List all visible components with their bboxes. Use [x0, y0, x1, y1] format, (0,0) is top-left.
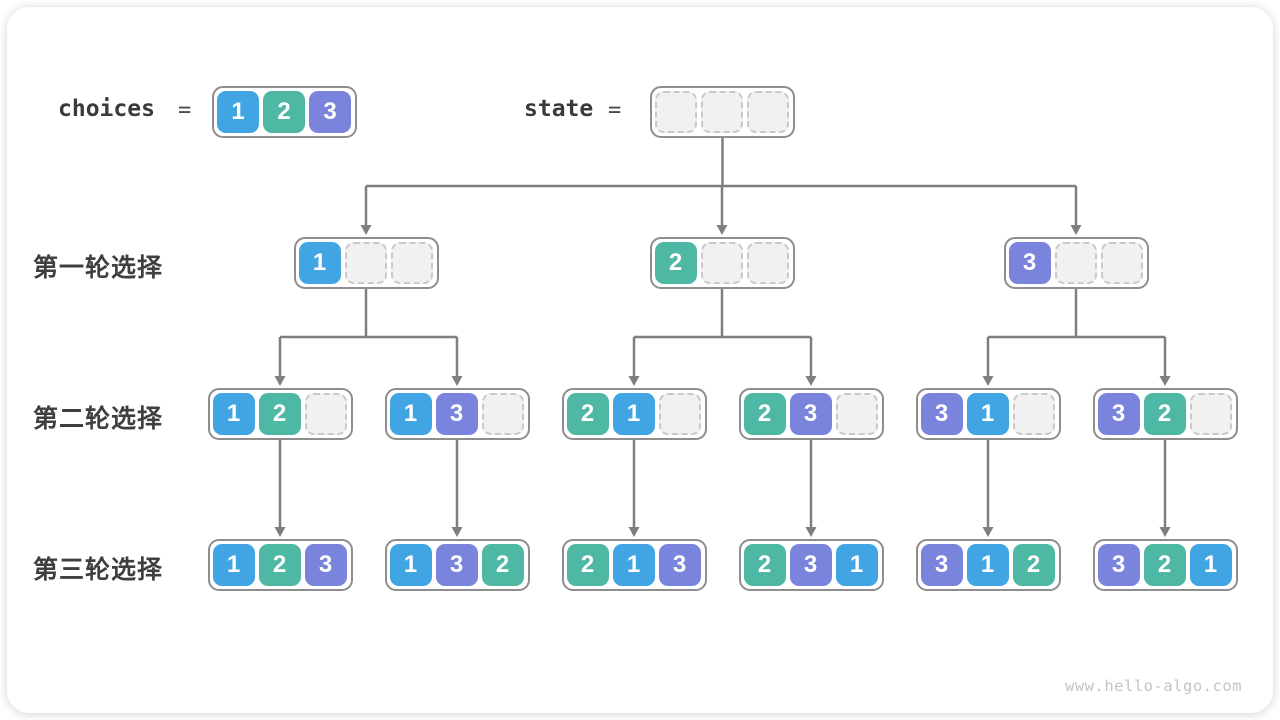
value-cell-2: 2: [258, 544, 301, 586]
value-cell-3: 3: [309, 91, 351, 133]
empty-cell: [304, 393, 347, 435]
value-cell-2: 2: [743, 544, 786, 586]
value-cell-2: 2: [1143, 393, 1186, 435]
value-cell-3: 3: [1097, 544, 1140, 586]
empty-cell: [1012, 393, 1055, 435]
state-equals: =: [608, 98, 622, 123]
watermark: www.hello-algo.com: [1065, 677, 1242, 695]
state-node-r1-1: 1: [293, 237, 439, 289]
choices-equals: =: [178, 98, 192, 123]
empty-cell: [655, 91, 697, 133]
choices-label: choices: [58, 96, 155, 122]
value-cell-2: 2: [481, 544, 524, 586]
value-cell-1: 1: [966, 544, 1009, 586]
empty-cell: [1189, 393, 1232, 435]
state-label: state: [524, 96, 594, 122]
state-array: [650, 86, 795, 138]
value-cell-2: 2: [566, 544, 609, 586]
value-cell-2: 2: [1143, 544, 1186, 586]
value-cell-2: 2: [258, 393, 301, 435]
value-cell-1: 1: [966, 393, 1009, 435]
value-cell-1: 1: [612, 544, 655, 586]
empty-cell: [746, 242, 789, 284]
value-cell-2: 2: [566, 393, 609, 435]
value-cell-3: 3: [658, 544, 701, 586]
empty-cell: [835, 393, 878, 435]
value-cell-3: 3: [435, 544, 478, 586]
value-cell-3: 3: [435, 393, 478, 435]
value-cell-1: 1: [212, 544, 255, 586]
empty-cell: [1100, 242, 1143, 284]
value-cell-2: 2: [743, 393, 786, 435]
value-cell-1: 1: [835, 544, 878, 586]
empty-cell: [481, 393, 524, 435]
value-cell-1: 1: [212, 393, 255, 435]
empty-cell: [658, 393, 701, 435]
state-node-r1-2: 2: [649, 237, 795, 289]
round-label-2: 第二轮选择: [33, 405, 164, 433]
empty-cell: [344, 242, 387, 284]
empty-cell: [390, 242, 433, 284]
value-cell-3: 3: [920, 393, 963, 435]
state-node-r1-3: 3: [1003, 237, 1149, 289]
value-cell-3: 3: [304, 544, 347, 586]
value-cell-1: 1: [217, 91, 259, 133]
value-cell-2: 2: [263, 91, 305, 133]
empty-cell: [1054, 242, 1097, 284]
value-cell-2: 2: [1012, 544, 1055, 586]
value-cell-3: 3: [920, 544, 963, 586]
value-cell-1: 1: [298, 242, 341, 284]
value-cell-1: 1: [389, 393, 432, 435]
value-cell-3: 3: [1097, 393, 1140, 435]
round-label-3: 第三轮选择: [33, 556, 164, 584]
value-cell-1: 1: [1189, 544, 1232, 586]
value-cell-3: 3: [789, 393, 832, 435]
empty-cell: [700, 242, 743, 284]
value-cell-1: 1: [389, 544, 432, 586]
empty-cell: [701, 91, 743, 133]
empty-cell: [747, 91, 789, 133]
value-cell-3: 3: [789, 544, 832, 586]
value-cell-2: 2: [654, 242, 697, 284]
value-cell-3: 3: [1008, 242, 1051, 284]
value-cell-1: 1: [612, 393, 655, 435]
round-label-1: 第一轮选择: [33, 254, 164, 282]
